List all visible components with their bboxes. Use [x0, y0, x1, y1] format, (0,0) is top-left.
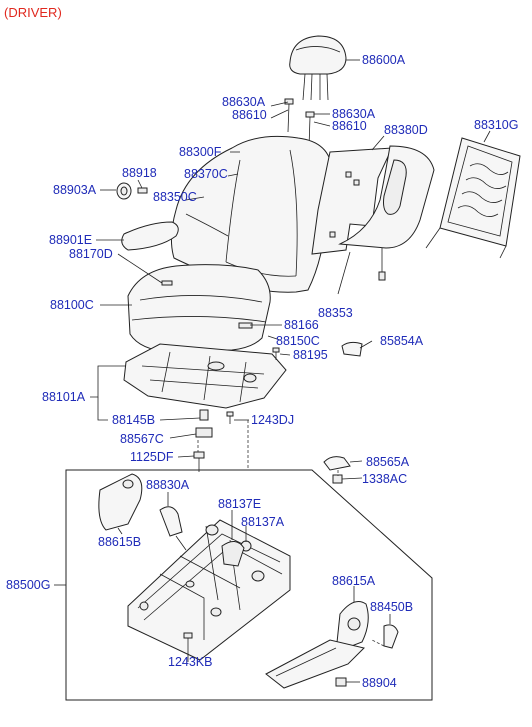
- label-88500g[interactable]: 88500G: [6, 578, 51, 592]
- label-1243kb[interactable]: 1243KB: [168, 655, 213, 669]
- seat-back-cover: [170, 135, 333, 293]
- label-88350c[interactable]: 88350C: [153, 190, 197, 204]
- label-88380d[interactable]: 88380D: [384, 123, 428, 137]
- label-88904[interactable]: 88904: [362, 676, 397, 690]
- label-88600a[interactable]: 88600A: [362, 53, 406, 67]
- label-88370c[interactable]: 88370C: [184, 167, 228, 181]
- label-1243dj[interactable]: 1243DJ: [251, 413, 295, 427]
- seat-cushion-pan: [123, 343, 287, 438]
- label-88166[interactable]: 88166: [284, 318, 319, 332]
- seat-track-box: [65, 469, 433, 701]
- label-88101a[interactable]: 88101A: [42, 390, 86, 404]
- label-88630a-left[interactable]: 88630A: [222, 95, 266, 109]
- label-88830a[interactable]: 88830A: [146, 478, 190, 492]
- seat-back-pad: [311, 145, 435, 281]
- label-88100c[interactable]: 88100C: [50, 298, 94, 312]
- label-88903a[interactable]: 88903A: [53, 183, 97, 197]
- side-shield-inner: [98, 473, 143, 531]
- label-88610-left[interactable]: 88610: [232, 108, 267, 122]
- seat-belt-buckle: [159, 506, 187, 551]
- bolts-upper: [226, 347, 280, 424]
- bolts-bottom: [183, 632, 347, 687]
- headrest: [289, 35, 347, 101]
- label-85854a[interactable]: 85854A: [380, 334, 424, 348]
- label-88450b[interactable]: 88450B: [370, 600, 414, 614]
- label-88615a[interactable]: 88615A: [332, 574, 376, 588]
- label-88610-right[interactable]: 88610: [332, 119, 367, 133]
- label-88630a-right[interactable]: 88630A: [332, 107, 376, 121]
- leader-lines: [54, 59, 491, 683]
- label-88300f[interactable]: 88300F: [179, 145, 222, 159]
- label-88565a[interactable]: 88565A: [366, 455, 410, 469]
- seat-back-frame: [425, 137, 521, 259]
- label-88901e[interactable]: 88901E: [49, 233, 93, 247]
- label-88137e[interactable]: 88137E: [218, 497, 262, 511]
- side-shield-outer: [265, 601, 399, 689]
- label-88150c[interactable]: 88150C: [276, 334, 320, 348]
- label-88310g[interactable]: 88310G: [474, 118, 519, 132]
- clip-85854a: [341, 341, 363, 357]
- bolts-lower: [193, 451, 351, 484]
- label-88567c[interactable]: 88567C: [120, 432, 164, 446]
- label-88170d[interactable]: 88170D: [69, 247, 113, 261]
- label-88145b[interactable]: 88145B: [112, 413, 156, 427]
- diagram-header: (DRIVER): [4, 5, 62, 20]
- label-1125df[interactable]: 1125DF: [130, 450, 174, 464]
- label-88137a[interactable]: 88137A: [241, 515, 285, 529]
- label-1338ac[interactable]: 1338AC: [362, 472, 408, 486]
- label-88353[interactable]: 88353: [318, 306, 353, 320]
- label-88615b[interactable]: 88615B: [98, 535, 142, 549]
- seat-cushion-cover: [127, 264, 271, 353]
- recliner-knob-and-lever: [116, 182, 179, 251]
- label-88918[interactable]: 88918: [122, 166, 157, 180]
- seat-track-frame: [127, 519, 291, 661]
- alignment-lines: [197, 420, 385, 647]
- label-88195[interactable]: 88195: [293, 348, 328, 362]
